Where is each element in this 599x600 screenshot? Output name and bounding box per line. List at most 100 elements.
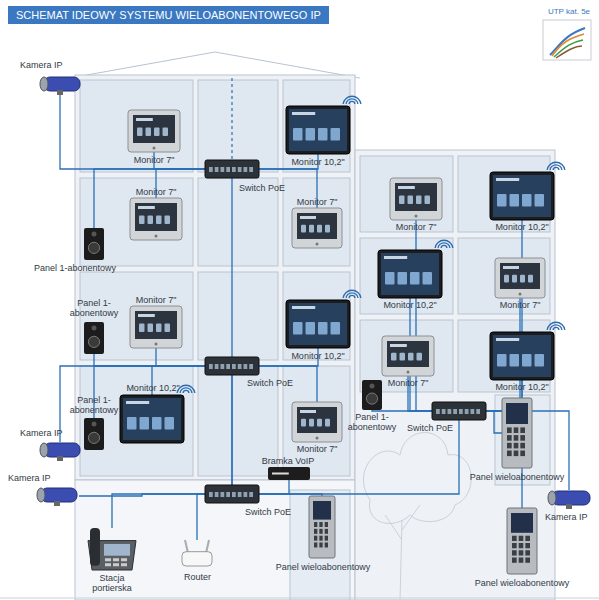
- building-wall: [355, 150, 555, 600]
- switch-port: [209, 492, 213, 497]
- device-shape: [502, 398, 532, 468]
- room: [198, 272, 278, 360]
- room: [458, 238, 550, 314]
- switch-body: [205, 160, 259, 178]
- device-shape: [507, 508, 537, 574]
- screen-icon: [139, 324, 145, 332]
- device-shape: [390, 178, 442, 220]
- ip-camera: Kamera IP: [35, 487, 79, 505]
- monitor-button: [316, 437, 319, 440]
- left-building: [70, 52, 360, 600]
- monitor-frame: [490, 172, 554, 220]
- cable-wire: [556, 46, 582, 58]
- device-label: Monitor 7": [126, 295, 186, 305]
- ground-line: [0, 598, 599, 599]
- screen-icon: [165, 417, 175, 430]
- device-label: Monitor 10,2": [118, 383, 188, 393]
- switch-port: [232, 364, 236, 369]
- device-icon: [292, 208, 342, 248]
- panel-key: [519, 536, 524, 541]
- device-label: Monitor 7": [490, 300, 550, 310]
- panel-key: [519, 543, 524, 548]
- monitor-button: [155, 343, 158, 346]
- switch-body: [205, 357, 259, 375]
- device-label: Monitor 7": [124, 155, 184, 165]
- rooms: [360, 156, 550, 392]
- camera-lens: [40, 443, 48, 457]
- gateway-logo: [272, 473, 289, 475]
- door-panel-single: Panel 1-abonentowy: [84, 418, 104, 450]
- device-label: Stacja portierska: [82, 573, 142, 593]
- screen-bar: [390, 344, 407, 347]
- device-shape: [309, 496, 335, 558]
- monitor-frame: [495, 258, 545, 298]
- screen-bar: [136, 118, 153, 121]
- screen-icon: [497, 194, 507, 207]
- screen-icon: [528, 275, 533, 283]
- wifi-arc: [546, 159, 566, 179]
- monitor-10: Monitor 10,2": [120, 395, 184, 443]
- device-shape: [546, 490, 592, 508]
- screen-icon: [425, 196, 431, 204]
- switch-port: [215, 364, 219, 369]
- monitor-7: Monitor 7": [128, 110, 180, 152]
- tree-trunk: [385, 505, 420, 600]
- device-icon: [432, 402, 486, 420]
- device-shape: [382, 336, 434, 376]
- monitor-frame: [390, 178, 442, 220]
- cable-label: UTP kat. 5e: [540, 7, 598, 16]
- screen-icon: [325, 419, 330, 427]
- switch-body: [432, 402, 486, 420]
- monitor-frame: [292, 402, 342, 442]
- switch-port: [238, 364, 242, 369]
- screen-icon: [522, 354, 532, 367]
- device-label: Monitor 7": [287, 444, 347, 454]
- screen-icon: [318, 128, 328, 141]
- ip-camera: Kamera IP: [38, 442, 82, 460]
- screen-icon: [301, 225, 306, 233]
- panel-key: [519, 550, 524, 555]
- router-antenna: [185, 540, 188, 553]
- monitor-frame: [286, 300, 350, 348]
- device-label: Monitor 10,2": [283, 351, 353, 361]
- monitor-button: [415, 215, 418, 218]
- screen-bar: [138, 206, 155, 209]
- monitor-button: [155, 235, 158, 238]
- device-shape: [378, 250, 442, 298]
- roof-line: [70, 52, 360, 78]
- device-label: Monitor 10,2": [487, 382, 557, 392]
- panel-key: [520, 435, 525, 441]
- panel-key: [325, 529, 328, 534]
- screen-icon: [325, 225, 330, 233]
- monitor-screen: [387, 341, 429, 367]
- panel-key: [325, 536, 328, 541]
- device-icon: [40, 77, 80, 95]
- device-icon: [390, 178, 442, 220]
- door-panel-single: Panel 1-abonentowy: [84, 322, 104, 354]
- device-label: Panel 1-abonentowy: [64, 395, 124, 415]
- monitor-frame: [120, 395, 184, 443]
- switch-port: [442, 409, 446, 414]
- screen-bar: [126, 401, 149, 404]
- device-label: Monitor 7": [378, 378, 438, 388]
- screen-bar: [384, 256, 407, 259]
- device-icon: [205, 485, 259, 503]
- screen-icon: [408, 353, 414, 361]
- device-label: Panel 1-abonentowy: [64, 298, 124, 318]
- screen-icon: [146, 128, 152, 136]
- screen-icon: [127, 417, 137, 430]
- screen-icon: [163, 128, 169, 136]
- panel-key: [507, 427, 512, 433]
- device-label: Switch PoE: [240, 378, 300, 388]
- device-label: Switch PoE: [232, 183, 292, 193]
- voip-gateway: Bramka VoIP: [268, 467, 310, 480]
- station-key: [105, 558, 111, 561]
- device-icon: [88, 528, 136, 570]
- device-icon: [84, 228, 104, 260]
- wifi-arc: [342, 287, 362, 307]
- switch-port: [232, 167, 236, 172]
- router-body: [182, 552, 212, 566]
- station-screen: [104, 544, 130, 556]
- camera-lens: [40, 77, 48, 91]
